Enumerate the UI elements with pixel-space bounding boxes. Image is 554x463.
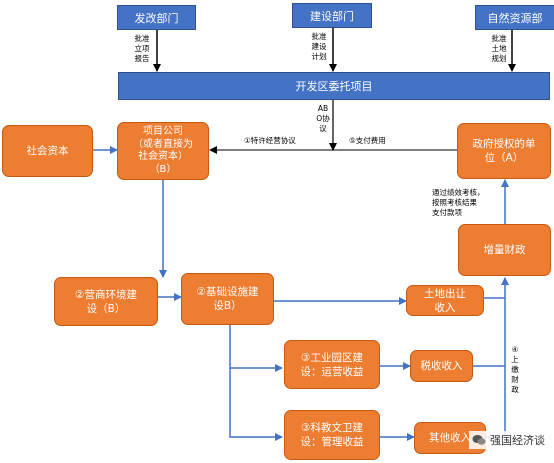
arrow-infra-park: [229, 325, 283, 372]
sci-edu: ③科教文卫建 设：管理收益: [284, 410, 380, 460]
remit-label: ④上缴财政: [511, 345, 519, 394]
franchise-label: ①特许经营协议: [244, 136, 296, 145]
gov-unit: 政府授权的单 位（A）: [457, 123, 551, 179]
fagai-note: 批准立项报告: [134, 34, 150, 63]
jianshe-note: 批准建设计划: [311, 32, 327, 61]
jianshe-box: 建设部门: [292, 3, 372, 28]
business-env: ②营商环境建 设（B）: [54, 277, 158, 326]
assessment-label: 通过绩效考核， 按照考核结果 支付款项: [432, 188, 485, 217]
abo-note: ABO协议: [316, 104, 330, 133]
land-transfer: 土地出让 收入: [406, 285, 484, 316]
wechat-icon: [472, 435, 486, 445]
payment-label: ⑤支付费用: [349, 136, 386, 145]
ziran-box: 自然资源部: [475, 5, 554, 30]
project-company: 项目公司 （或者直接为 社会资本） （B）: [117, 122, 209, 180]
arrow-infra-sci: [229, 368, 283, 441]
ziran-note: 批准土地规划: [491, 34, 507, 63]
watermark: 强国经济谈: [469, 431, 548, 449]
tax-income: 税收收入: [410, 350, 473, 382]
social-capital: 社会资本: [2, 125, 93, 177]
fagai-box: 发改部门: [117, 5, 196, 30]
incremental-finance: 增量财政: [458, 224, 551, 276]
watermark-text: 强国经济谈: [490, 434, 545, 447]
infrastructure: ②基础设施建 设B）: [181, 273, 274, 325]
industrial-park: ③工业园区建 设：运营收益: [284, 340, 380, 389]
banner: 开发区委托项目: [118, 72, 550, 100]
